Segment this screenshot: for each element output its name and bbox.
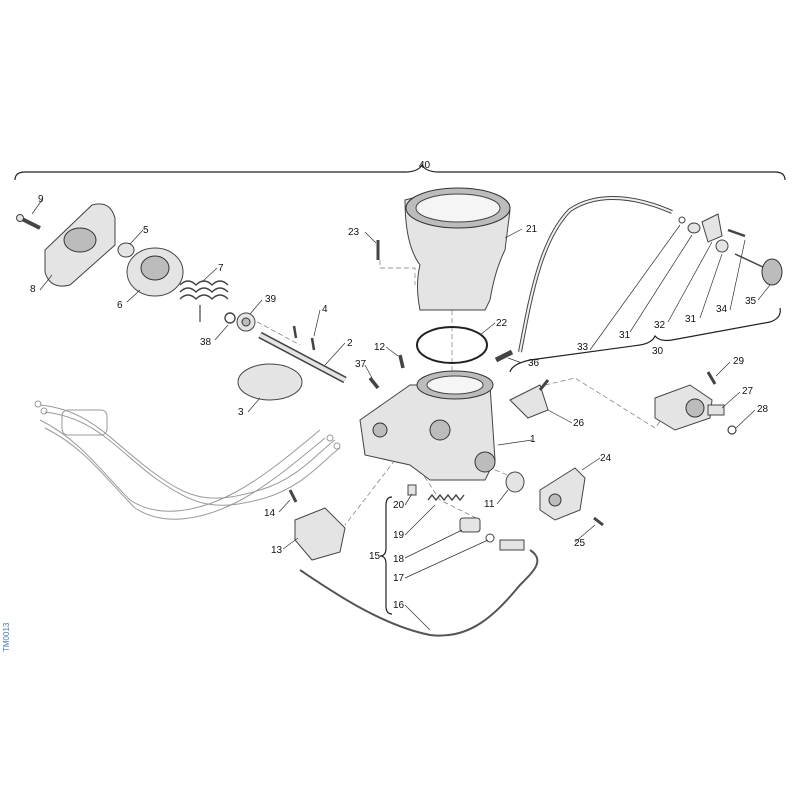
callout-15: 15 (369, 551, 381, 562)
callout-11: 11 (484, 499, 495, 510)
callout-23: 23 (348, 227, 360, 238)
part-17-o-ring (485, 533, 495, 543)
callout-32: 32 (654, 320, 666, 331)
callout-31-right: 31 (685, 314, 697, 325)
part-38-circlip (224, 312, 236, 324)
assembly-lines (249, 260, 666, 526)
leader-lines (31, 199, 771, 631)
callout-12: 12 (374, 342, 386, 353)
part-21-intake-boot (404, 187, 511, 311)
callout-31-left: 31 (619, 330, 631, 341)
callout-labels: 40 9 8 5 6 7 38 39 4 2 3 23 21 22 12 37 … (30, 160, 769, 611)
idle-screw-assembly-15 (407, 484, 495, 543)
callout-30: 30 (652, 346, 664, 357)
part-37-screw (368, 376, 380, 390)
part-39-bearing (236, 312, 256, 332)
callout-35: 35 (745, 296, 757, 307)
part-27-fitting (654, 384, 725, 431)
part-1-throttle-body (359, 370, 496, 481)
callout-1: 1 (530, 434, 536, 445)
group-bracket-30 (509, 307, 781, 373)
callout-3: 3 (238, 407, 244, 418)
callout-29: 29 (733, 356, 745, 367)
callout-20: 20 (393, 500, 405, 511)
callout-40: 40 (419, 160, 431, 171)
part-28-o-ring (727, 425, 737, 435)
callout-4: 4 (322, 304, 328, 315)
callout-26: 26 (573, 418, 585, 429)
part-19-spring (427, 493, 465, 502)
callout-38: 38 (200, 337, 212, 348)
part-2-shaft (258, 331, 347, 384)
cable-junction-block (61, 409, 108, 436)
part-26-sensor (509, 379, 550, 419)
callout-21: 21 (526, 224, 538, 235)
callout-28: 28 (757, 404, 769, 415)
part-16-cable (299, 539, 539, 637)
callout-19: 19 (393, 530, 405, 541)
callout-7: 7 (218, 263, 224, 274)
callout-18: 18 (393, 554, 405, 565)
part-5-bushing (117, 242, 135, 258)
part-4-screws (292, 325, 316, 351)
part-13-sensor (294, 507, 346, 561)
part-9-screw (16, 214, 41, 230)
callout-2: 2 (347, 338, 353, 349)
throttle-cables (34, 400, 341, 520)
callout-8: 8 (30, 284, 36, 295)
callout-34: 34 (716, 304, 728, 315)
part-14-screw (288, 489, 298, 503)
part-22-o-ring (416, 326, 488, 364)
part-7-spring (179, 280, 229, 322)
callout-17: 17 (393, 573, 405, 584)
part-25-screw (593, 516, 604, 527)
callout-25: 25 (574, 538, 586, 549)
callout-33: 33 (577, 342, 589, 353)
callout-27: 27 (742, 386, 754, 397)
callout-16: 16 (393, 600, 405, 611)
callout-36: 36 (528, 358, 540, 369)
callout-5: 5 (143, 225, 149, 236)
callout-37: 37 (355, 359, 367, 370)
callout-24: 24 (600, 453, 612, 464)
part-8-cover (44, 203, 116, 287)
part-12-screw (398, 354, 405, 369)
part-3-throttle-disc (237, 363, 303, 401)
callout-13: 13 (271, 545, 283, 556)
callout-6: 6 (117, 300, 123, 311)
hardware-31-35 (678, 213, 783, 286)
callout-9: 9 (38, 194, 44, 205)
part-6-pulley (126, 247, 184, 297)
part-20-plug (407, 484, 417, 496)
callout-22: 22 (496, 318, 508, 329)
group-bracket-15 (379, 496, 393, 615)
part-29-screw (706, 371, 717, 385)
part-18-screw (459, 517, 481, 533)
part-24-throttle-sensor (539, 467, 586, 521)
part-36-fuel-hose (494, 196, 673, 363)
callout-39: 39 (265, 294, 277, 305)
callout-14: 14 (264, 508, 276, 519)
sheet-code: TM0013 (2, 622, 11, 652)
part-11-bushing (505, 471, 525, 493)
assembly-bracket-40 (14, 163, 786, 181)
